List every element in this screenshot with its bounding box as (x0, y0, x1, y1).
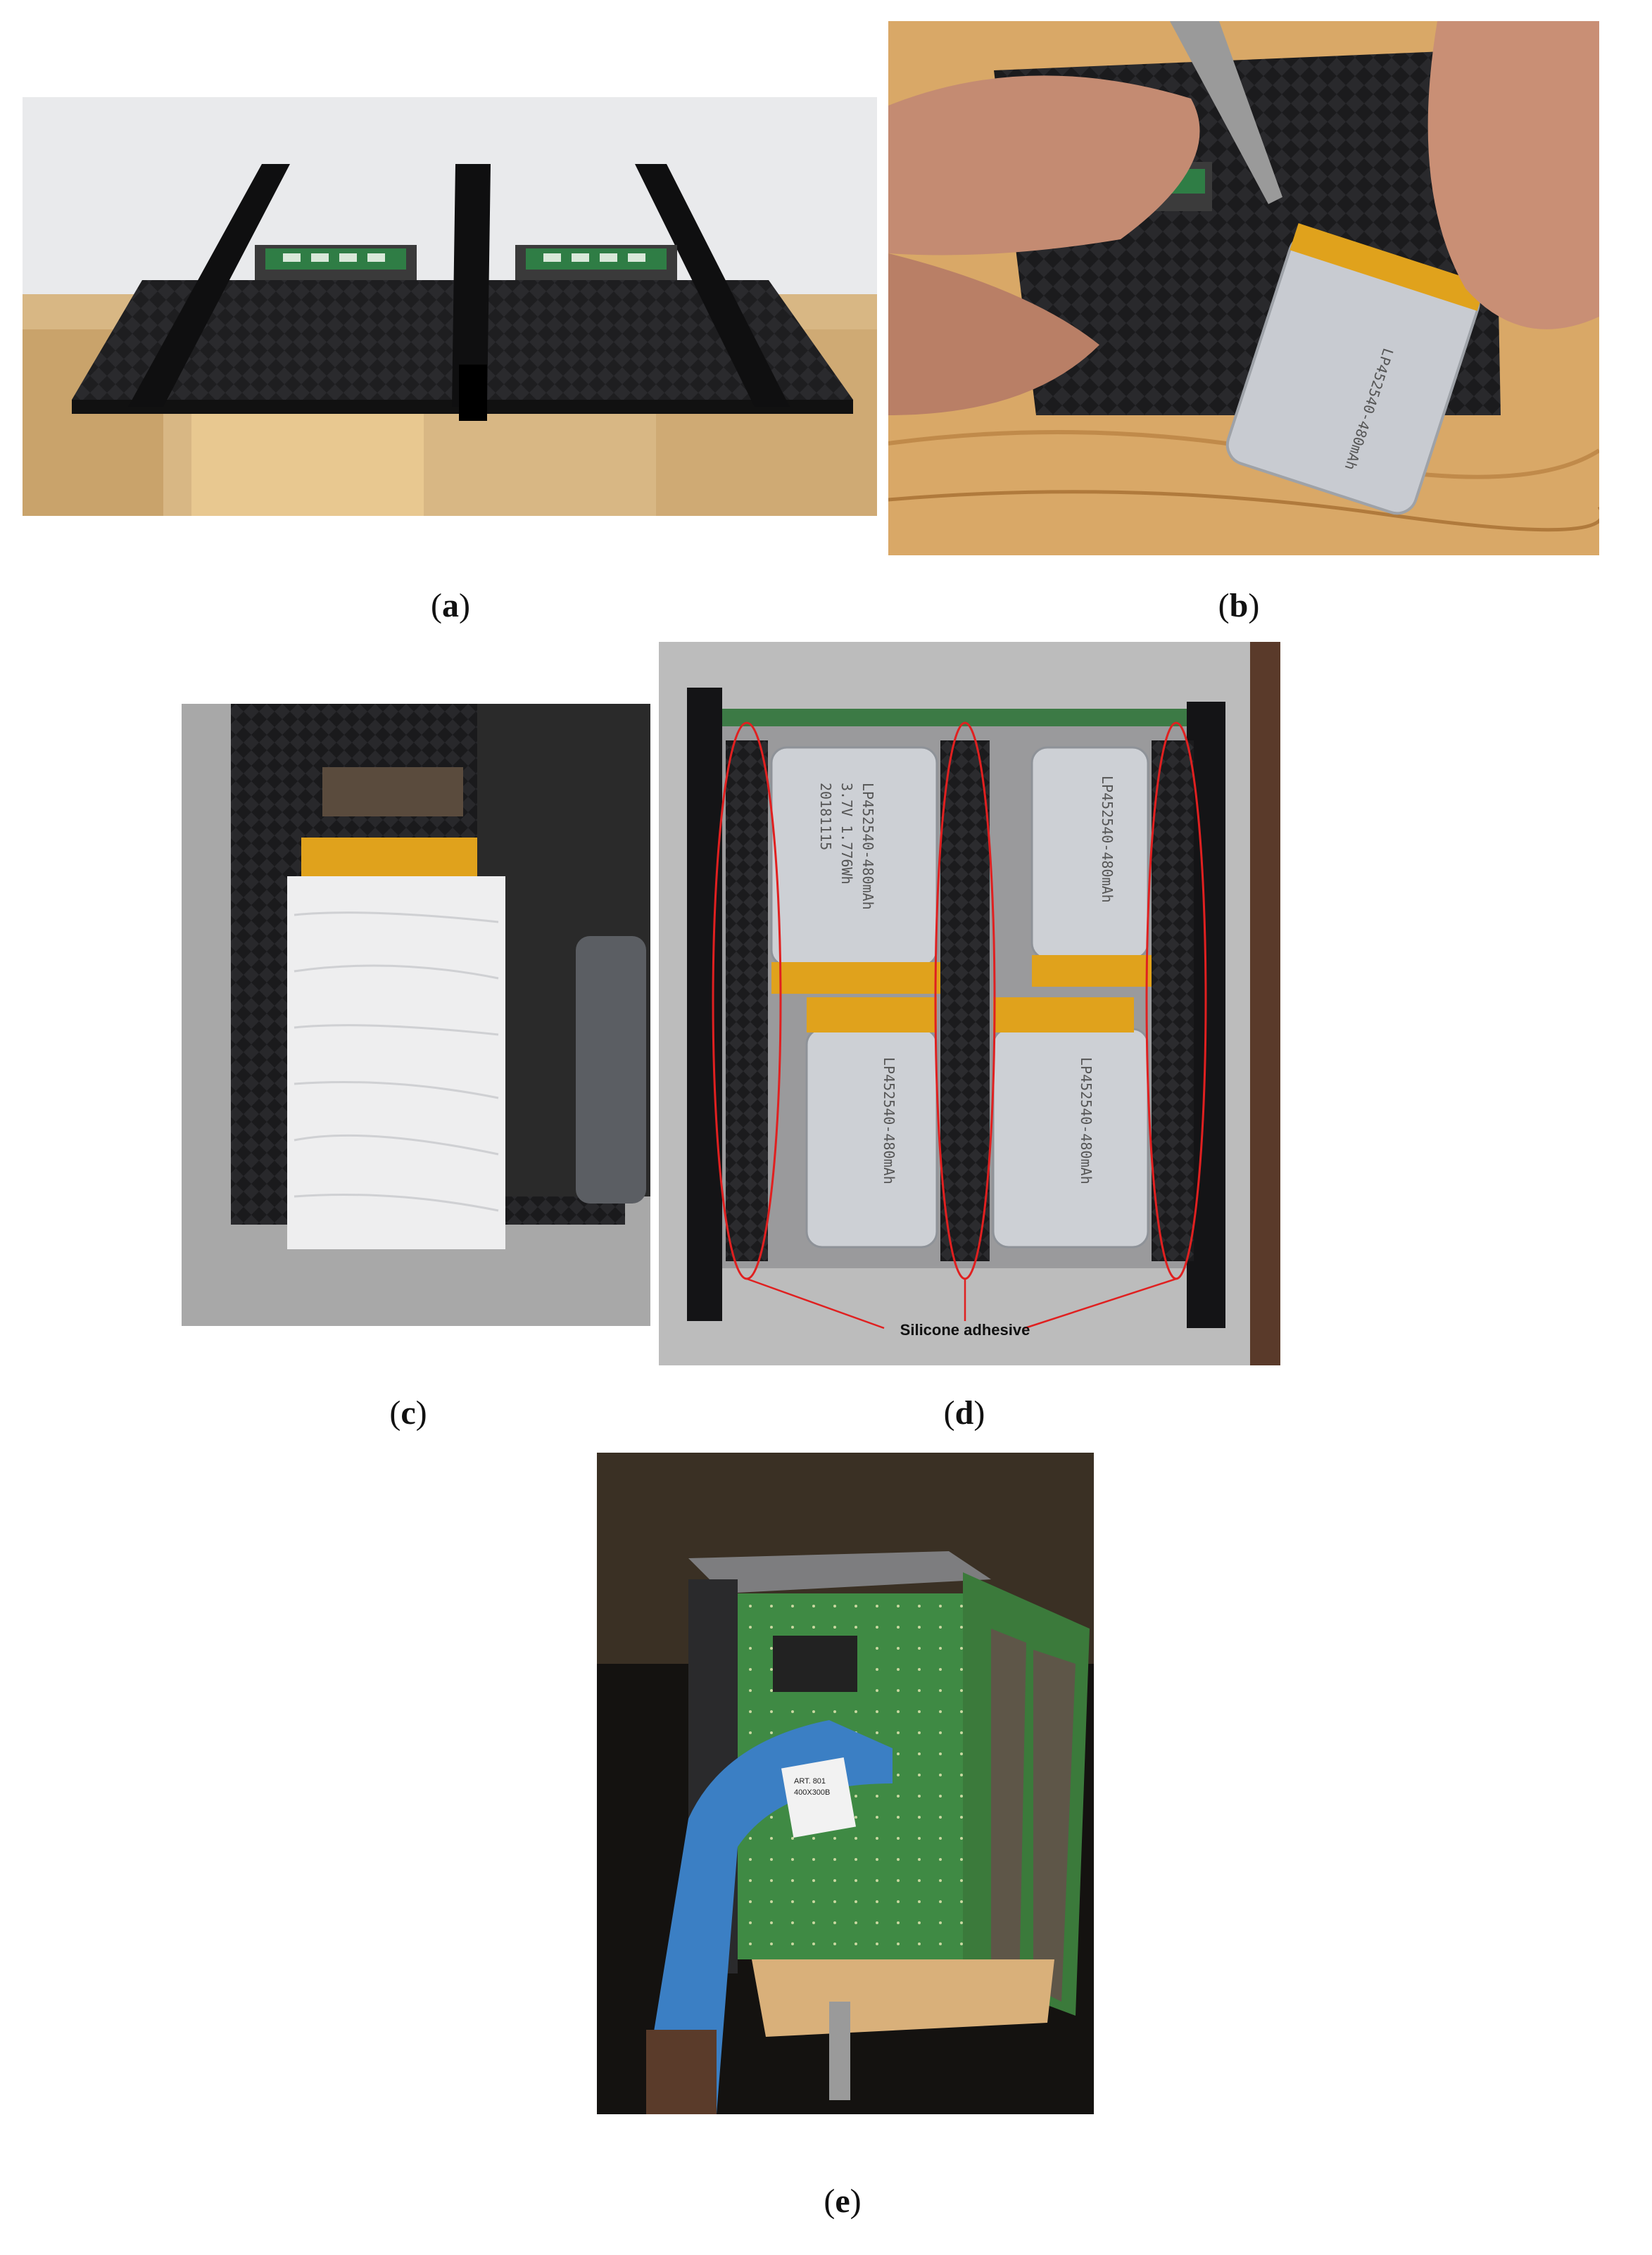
battery-d4-model: LP452540-480mAh (1078, 1057, 1095, 1185)
clamp-sticker-line1: ART. 801 (794, 1777, 826, 1786)
silicone-adhesive-label: Silicone adhesive (900, 1321, 1030, 1339)
clamp-sticker-line2: 400X300B (794, 1788, 830, 1797)
panel-b-label: (b) (1218, 587, 1260, 624)
panel-e-photo: ART. 801 400X300B (597, 1453, 1094, 2114)
battery-d1-date: 20181115 (817, 783, 834, 850)
panel-b-photo: LP452540-480mAh (888, 21, 1599, 555)
panel-e-label: (e) (824, 2183, 862, 2220)
battery-d1-model: LP452540-480mAh (859, 783, 876, 910)
panel-a-photo (23, 97, 877, 516)
panel-a-label: (a) (431, 587, 470, 624)
battery-d3-model: LP452540-480mAh (881, 1057, 897, 1185)
panel-c-photo (182, 704, 650, 1326)
battery-d2-model: LP452540-480mAh (1099, 776, 1116, 903)
panel-c-label: (c) (389, 1394, 427, 1432)
panel-d-label: (d) (943, 1394, 985, 1432)
panel-d-photo: LP452540-480mAh 3.7V 1.776Wh 20181115 LP… (659, 642, 1280, 1365)
battery-d1-spec: 3.7V 1.776Wh (838, 783, 855, 885)
